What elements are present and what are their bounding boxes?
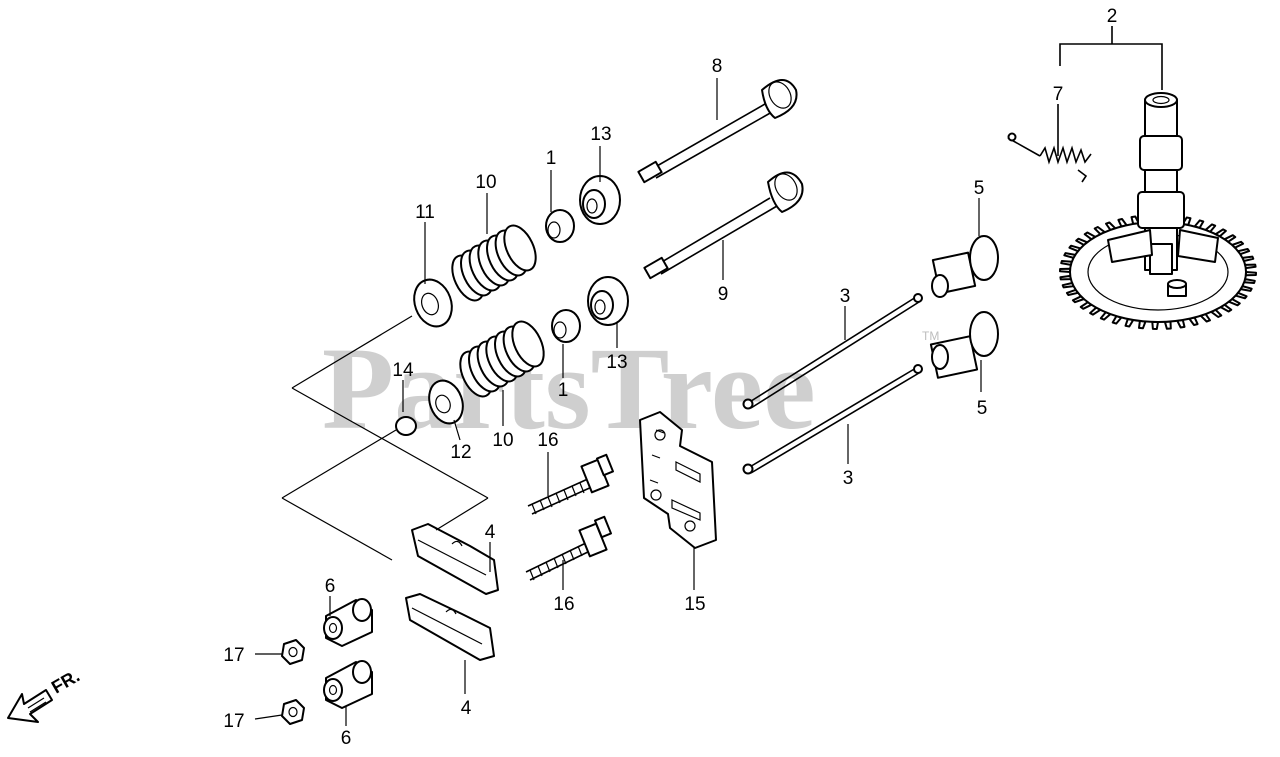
spring-coil [503,224,537,272]
spring-retainer-12[interactable] [423,376,468,428]
governor-weight [1107,229,1153,263]
valve-intake[interactable] [637,78,798,184]
push-rod-lower[interactable] [742,364,923,475]
callout-11: 11 [415,202,435,223]
front-label: FR. [48,666,83,698]
rocker-pivot-lower[interactable] [323,660,373,709]
valve-seal-lower[interactable] [587,276,629,326]
callout-5: 5 [977,398,988,419]
spring-coil [511,320,545,368]
rocker-nut-upper[interactable] [281,639,305,665]
callout-10: 10 [492,430,513,451]
callout-4: 4 [461,698,472,719]
callout-7: 7 [1053,84,1064,105]
valve-spring-lower[interactable] [454,317,550,402]
valve-keeper-lower[interactable] [551,309,581,343]
callout-17: 17 [223,711,244,732]
governor-weight [1177,229,1219,263]
callout-14: 14 [392,360,414,381]
callout-1: 1 [558,380,569,401]
callout-17: 17 [223,645,244,666]
callout-3: 3 [843,468,854,489]
rocker-arm-lower[interactable] [405,593,495,661]
gear-tooth [1059,267,1072,273]
tappet-upper[interactable] [931,235,999,298]
gear-tooth [1244,263,1257,270]
callout-6: 6 [341,728,352,749]
valve-spring-upper[interactable] [446,221,542,306]
valve-cap-14[interactable] [395,416,417,436]
rocker-pivot-upper[interactable] [323,598,373,647]
watermark-trademark: TM [922,329,939,343]
rocker-stud-lower[interactable] [525,515,613,581]
callout-15: 15 [684,594,705,615]
callout-6: 6 [325,576,336,597]
governor-spring[interactable] [1007,132,1092,183]
callout-9: 9 [718,284,729,305]
rocker-nut-lower[interactable] [281,699,305,725]
callout-8: 8 [712,56,723,77]
camshaft-assembly[interactable] [1059,92,1257,330]
callout-5: 5 [974,178,985,199]
rocker-plate[interactable] [639,411,717,549]
callout-2: 2 [1107,6,1118,27]
front-direction-marker: FR. [7,666,83,723]
callout-4: 4 [485,522,496,543]
gear-tooth [1059,274,1072,281]
leader-lines [254,78,982,726]
tappet-lower[interactable] [929,311,999,379]
bracket-2 [1059,43,1163,90]
valve-seal-upper[interactable] [579,175,621,225]
callout-13: 13 [606,352,627,373]
callout-16: 16 [553,594,574,615]
callout-labels: 2 7 8 13 1 10 11 9 5 3 14 13 1 12 10 5 1… [223,6,1117,749]
callout-10: 10 [475,172,496,193]
valve-keeper-upper[interactable] [545,209,575,243]
callout-16: 16 [537,430,558,451]
front-arrow-icon [7,689,53,723]
push-rod-upper[interactable] [742,293,923,410]
callout-13: 13 [590,124,611,145]
callout-1: 1 [546,148,557,169]
rocker-arm-upper[interactable] [411,523,499,595]
callout-12: 12 [450,442,471,463]
rocker-stud-upper[interactable] [527,453,615,515]
gear-tooth [1244,271,1257,277]
callout-3: 3 [840,286,851,307]
valve-exhaust[interactable] [643,170,804,280]
